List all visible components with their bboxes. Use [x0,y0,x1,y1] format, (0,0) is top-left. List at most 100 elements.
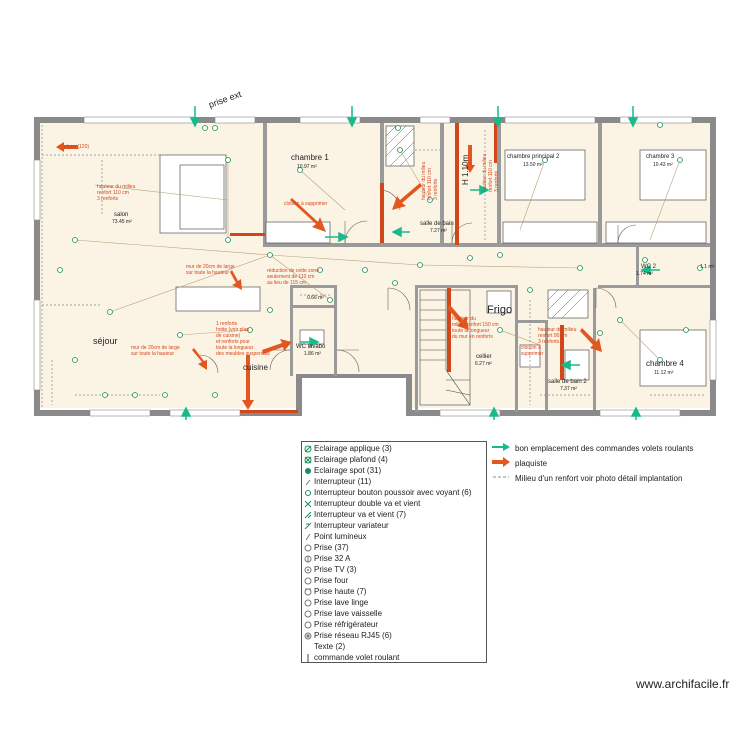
legend-label: Prise lave linge [314,598,369,607]
note-sdb-1: hauteur du milieu [421,161,427,200]
note-cellier-3: toute la longueur [452,328,490,334]
legend-row: Interrupteur va et vient (7) [302,509,488,520]
network-outlet-icon [302,630,314,641]
shutter-control-icon [302,652,314,663]
note-cuisine-1: 1 renforts [216,321,238,327]
kitchen-island [175,286,261,312]
note-ch2-3: 3 renforts [494,170,500,192]
room-sdb2-area: 7.37 m² [560,386,577,392]
legend-row: Prise four [302,575,488,586]
legend-row: Point lumineux [302,531,488,542]
legend-row: Interrupteur variateur [302,520,488,531]
tv-outlet-icon [302,564,314,575]
legend-label: Prise (37) [314,543,349,552]
legend: Eclairage applique (3) Eclairage plafond… [301,441,487,663]
legend-row: Prise TV (3) [302,564,488,575]
legend-marker-row: plaquiste [491,456,547,470]
room-chambre2-area: 13.50 m² [523,162,543,168]
legend-label: Eclairage applique (3) [314,444,392,453]
bed-ch3 [639,149,707,201]
note-ch2-1: hauteur du milieu [482,153,488,192]
room-wc-area: 1.86 m² [304,351,321,357]
reinforcement-lines [41,125,705,408]
dishwasher-outlet-icon [302,608,314,619]
room-chambre2-name: chambre principal 2 [507,154,560,160]
spot-light-icon [302,465,314,476]
legend-row: Prise 32 A [302,553,488,564]
room-wc2-area: 1.74 m² [636,271,653,277]
staircase [419,289,471,406]
furniture [159,125,707,387]
legend-row: Texte (2) [302,641,488,652]
room-chambre1-area: 10.97 m² [297,164,317,170]
push-button-icon [302,487,314,498]
legend-row: Prise lave linge [302,597,488,608]
legend-marker-label: bon emplacement des commandes volets rou… [515,443,694,453]
note-h110: H 1.10m [461,154,470,185]
note-reduction-3: au lieu de 115 cm [267,280,306,286]
note-placo: placo (120) [64,144,89,150]
legend-label: Prise réfrigérateur [314,620,379,629]
room-salon-name: salon [114,212,128,218]
floor-plan: chambre 1 10.97 m² chambre principal 2 1… [33,89,717,420]
legend-label: Interrupteur va et vient (7) [314,510,407,519]
legend-label: Prise TV (3) [314,565,357,574]
room-chambre3-area: 10.43 m² [653,162,673,168]
note-sdb2-2: renfort 90 cm [538,333,567,339]
room-wc2-name: WC 2 [641,264,657,270]
note-cloison2-1: cloison à [521,345,541,351]
legend-marker-row: bon emplacement des commandes volets rou… [491,441,693,455]
note-salon-2: renfort 110 cm [97,190,129,196]
legend-label: Point lumineux [314,532,367,541]
note-mur-haut-2: sur toute la hauteur [186,270,229,276]
note-mur-bas-1: mur de 20cm de large [131,345,180,351]
legend-markers: bon emplacement des commandes volets rou… [491,441,731,491]
oven-outlet-icon [302,575,314,586]
outlet-icon [302,542,314,553]
note-cuisine-2: hotte (voir plan [216,327,249,333]
legend-row: Eclairage spot (31) [302,465,488,476]
room-wc-name: WC lavabo [296,344,326,350]
switch-icon [302,476,314,487]
legend-label: Prise 32 A [314,554,351,563]
note-sdb2-1: hauteur du milieu [538,327,577,333]
high-outlet-icon [302,586,314,597]
legend-label: Interrupteur bouton poussoir avec voyant… [314,488,472,497]
note-cellier-2: milieu renfort 150 cm [452,322,499,328]
room-salon-area: 73.45 m² [112,219,132,225]
note-cloison2-2: supprimer [521,351,544,357]
note-sdb2-3: 3 renforts [538,339,560,345]
legend-row: Eclairage applique (3) [302,443,488,454]
room-chambre3-name: chambre 3 [646,154,675,160]
wardrobe-ch3 [605,221,707,244]
text-icon [302,641,314,652]
floor-area [38,122,712,410]
legend-marker-row: Milieu d'un renfort voir photo détail im… [491,471,682,485]
bed-ch4 [639,329,707,387]
windows [33,116,717,417]
green-arrow-icon [491,439,511,457]
plaquiste-arrows [56,142,602,410]
room-chambre1-name: chambre 1 [291,153,329,162]
note-reduction-2: seulement de 110 cm [267,274,314,280]
note-ch2-2: renfort 110 cm [488,160,494,192]
note-salon-1: hauteur du milieu [97,184,136,190]
room-sdb1-name: salle de bain [420,221,454,227]
note-cloison: cloison à supprimer [284,201,328,207]
legend-label: Prise haute (7) [314,587,367,596]
note-mur-haut-1: mur de 20cm de large [186,264,235,270]
note-reduction-1: réduction de cette zone [267,268,319,274]
frigo-label: Frigo [487,304,512,316]
legend-row: Interrupteur (11) [302,476,488,487]
note-cuisine-4: et renforts pour [216,339,250,345]
legend-marker-label: plaquiste [515,458,548,468]
legend-label: Texte (2) [314,642,346,651]
legend-row: Interrupteur bouton poussoir avec voyant… [302,487,488,498]
note-prise-ext: prise ext [207,89,243,110]
wardrobe-ch2 [502,221,598,244]
wiring [74,149,681,361]
note-cuisine-3: de cuisine) [216,333,241,339]
electrical-symbols [57,122,703,398]
note-cuisine-6: des meubles suspendus [216,351,270,357]
note-cellier-1: hauteur du [452,316,476,322]
